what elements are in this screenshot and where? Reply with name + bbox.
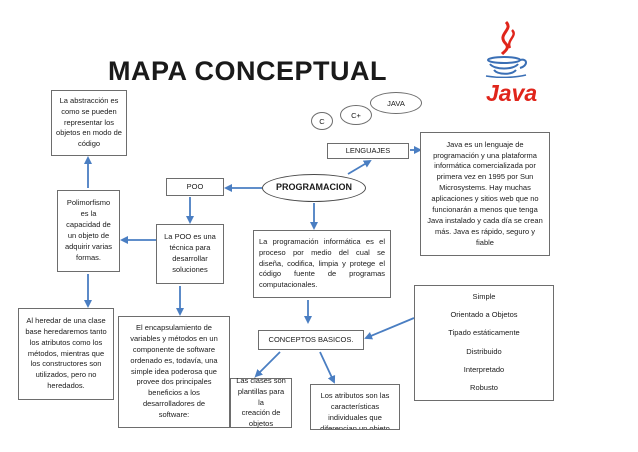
node-poo-desc: La POO es una técnica para desarrollar s… xyxy=(156,224,224,284)
node-cplus-bubble: C+ xyxy=(340,105,372,125)
node-poo: POO xyxy=(166,178,224,196)
feature-item: Distribuido xyxy=(466,346,502,356)
node-polimorfismo: Polimorfismo es la capacidad de un objet… xyxy=(57,190,120,272)
node-conceptos-basicos: CONCEPTOS BASICOS. xyxy=(258,330,364,350)
node-java-bubble: JAVA xyxy=(370,92,422,114)
feature-item: Tipado estáticamente xyxy=(448,328,520,338)
feature-item: Simple xyxy=(472,291,496,301)
node-clases: Las clases son plantillas para la creaci… xyxy=(230,376,292,428)
node-programacion-desc: La programación informática es el proces… xyxy=(253,230,391,298)
feature-item: Orientado a Objetos xyxy=(450,310,518,320)
java-coffee-cup-logo-icon xyxy=(485,20,527,78)
node-java-desc: Java es un lenguaje de programación y un… xyxy=(420,132,550,256)
node-java-features: Simple Orientado a Objetos Tipado estáti… xyxy=(414,285,554,401)
java-logo-text: Java xyxy=(486,80,538,106)
feature-item: Robusto xyxy=(470,383,498,393)
node-herencia: Al heredar de una clase base heredaremos… xyxy=(18,308,114,400)
node-programacion: PROGRAMACION xyxy=(262,174,366,202)
arrow-features-to-conceptos xyxy=(364,317,415,340)
arrow-central-to-lenguajes xyxy=(347,159,372,175)
node-c-bubble: C xyxy=(311,112,333,130)
node-lenguajes: LENGUAJES xyxy=(327,143,409,159)
arrow-conceptos-to-clases xyxy=(254,351,281,378)
page-title: MAPA CONCEPTUAL xyxy=(108,56,387,86)
arrow-conceptos-to-atributos xyxy=(319,351,336,384)
node-encapsulamiento: El encapsulamiento de variables y método… xyxy=(118,316,230,428)
node-atributos: Los atributos son las características in… xyxy=(310,384,400,430)
feature-item: Interpretado xyxy=(463,365,505,375)
node-abstraccion: La abstracción es como se pueden represe… xyxy=(51,90,127,156)
